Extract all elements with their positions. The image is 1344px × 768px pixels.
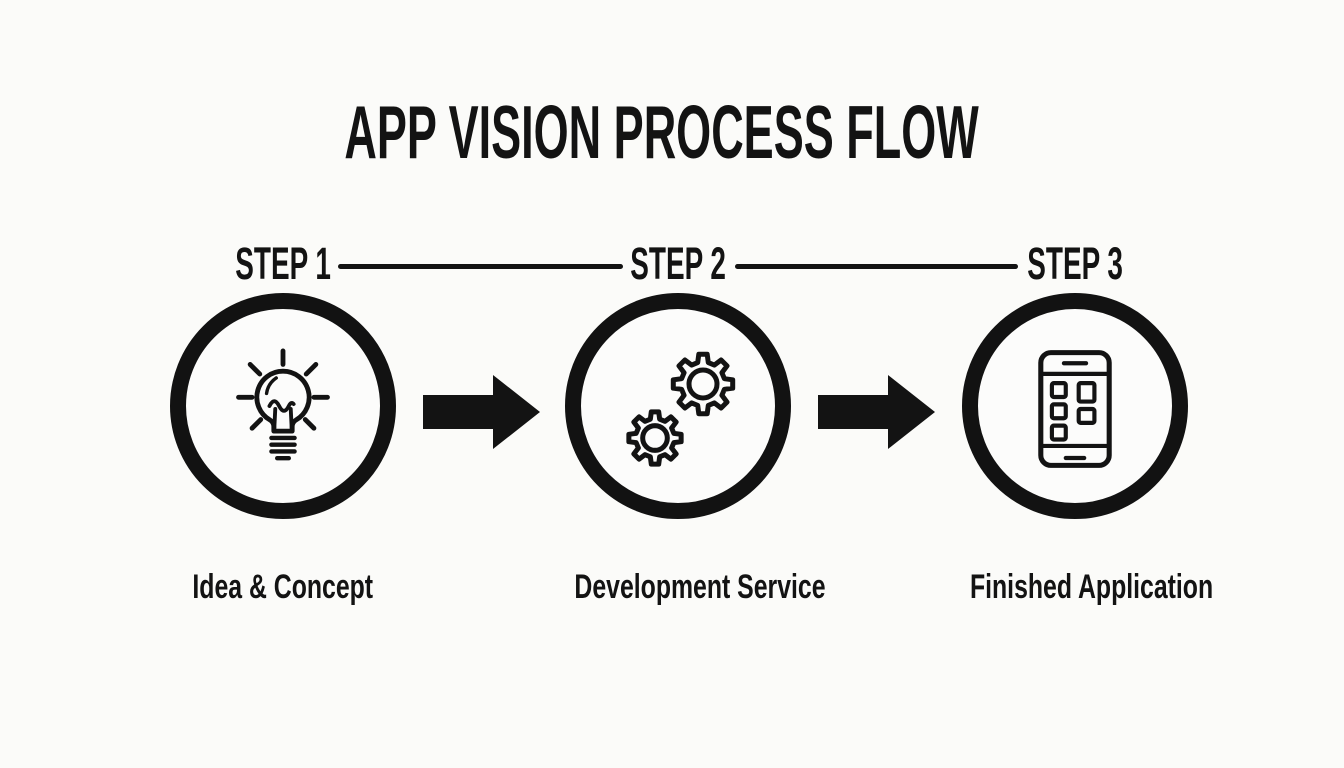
step-2-circle xyxy=(565,293,791,519)
page-title-text: APP VISION PROCESS FLOW xyxy=(344,90,980,174)
smartphone-icon xyxy=(1036,348,1114,470)
step-2-label: STEP 2 xyxy=(630,238,726,289)
step-column-3: STEP 3 Finished Application xyxy=(925,240,1225,605)
step-3-label: STEP 3 xyxy=(1027,238,1123,289)
step-1-circle xyxy=(170,293,396,519)
gears-icon xyxy=(604,336,752,484)
connector-line-1 xyxy=(338,264,623,269)
lightbulb-icon xyxy=(225,345,341,467)
arrow-right-icon xyxy=(423,375,540,449)
arrow-right-icon xyxy=(818,375,935,449)
step-1-label: STEP 1 xyxy=(235,238,331,289)
page-title: APP VISION PROCESS FLOW xyxy=(0,92,1344,172)
step-2-caption: Development Service xyxy=(574,568,826,606)
connector-line-2 xyxy=(735,264,1018,269)
step-3-caption: Finished Application xyxy=(969,568,1214,606)
step-1-caption: Idea & Concept xyxy=(192,568,374,606)
step-column-2: STEP 2 Development Service xyxy=(528,240,828,605)
step-column-1: STEP 1 xyxy=(133,240,433,605)
step-3-circle xyxy=(962,293,1188,519)
